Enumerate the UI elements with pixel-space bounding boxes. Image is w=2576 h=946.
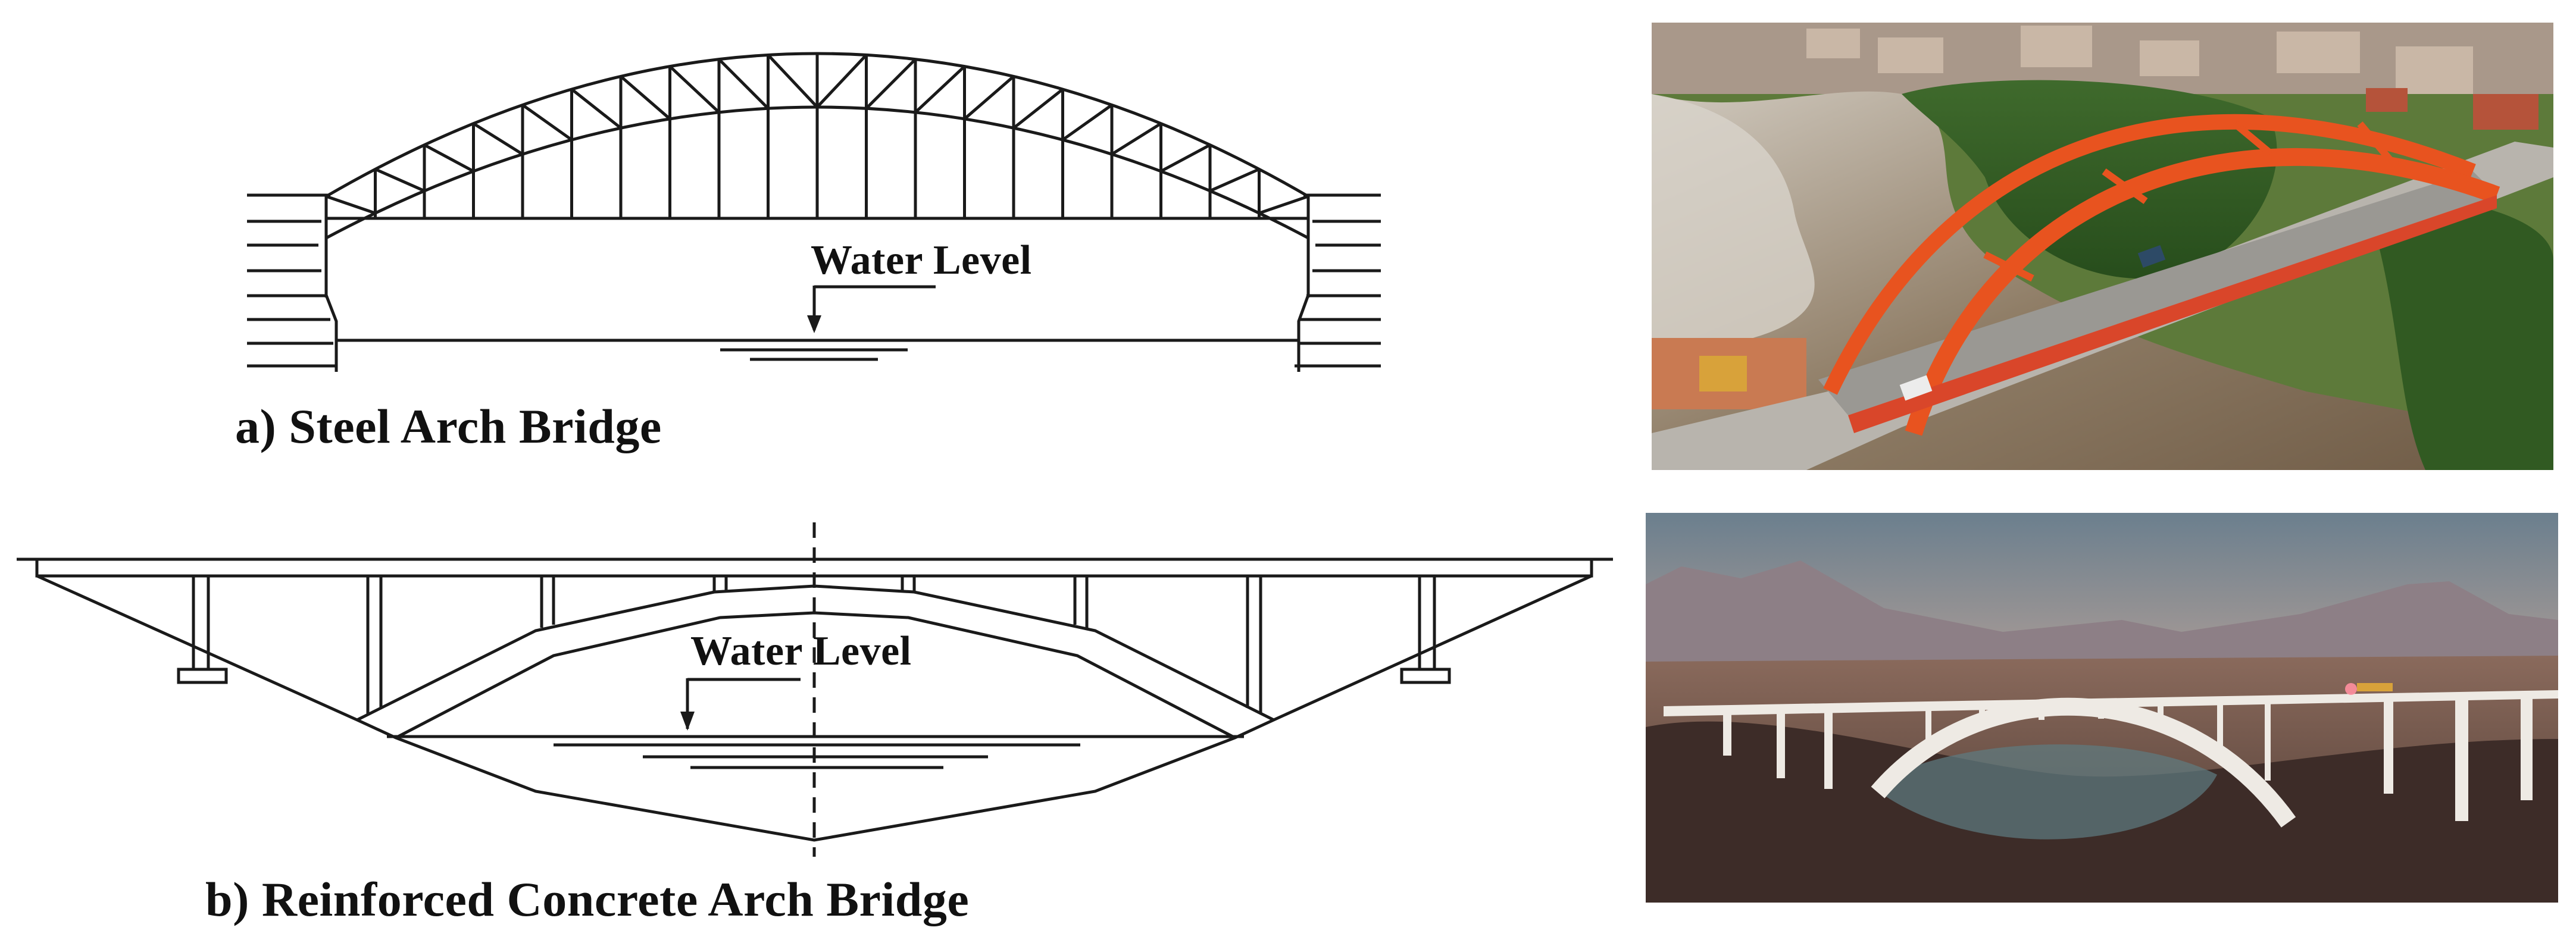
truss-diagonal [1209,168,1260,193]
truss-diagonal [1160,143,1211,173]
water-level-label-steel: Water Level [811,237,1032,283]
concrete-arch-photo [1646,513,2558,903]
truss-diagonal [570,88,622,130]
steel-arch-caption: a) Steel Arch Bridge [235,399,662,453]
spandrel-columns [177,576,1451,714]
truss-diagonal [668,65,720,114]
valley-profile [36,574,1593,842]
truss-diagonal [1111,122,1162,156]
truss-diagonal [326,195,376,215]
arch-rib-inner [395,611,1236,740]
truss-diagonal [865,58,917,109]
truss-diagonal [718,58,770,109]
truss-diagonal [767,54,818,108]
concrete-arch-drawing [17,522,1613,857]
truss-diagonal [620,75,671,120]
truss-diagonal [1012,88,1064,130]
truss-diagonal [423,143,474,173]
concrete-arch-caption: b) Reinforced Concrete Arch Bridge [205,872,970,926]
truss-diagonal [473,122,524,156]
truss-diagonal [816,54,868,108]
steel-arch-drawing [247,52,1381,372]
left-abutment-steel [247,193,338,372]
arch-truss-members [324,54,1310,297]
deck-slab [35,557,1593,578]
water-level-symbol-concrete [554,678,1080,769]
arch-rib-outer [356,584,1275,722]
truss-diagonal [1258,195,1309,215]
steel-arch-photo [1652,23,2553,470]
bridge-drawings [17,52,1613,857]
truss-diagonal [521,104,573,142]
truss-diagonal [374,168,426,193]
truss-diagonal [963,75,1015,120]
water-level-symbol-steel [720,285,936,361]
truss-diagonal [914,65,966,114]
truss-diagonal [1062,104,1113,142]
water-level-label-concrete: Water Level [690,628,912,674]
